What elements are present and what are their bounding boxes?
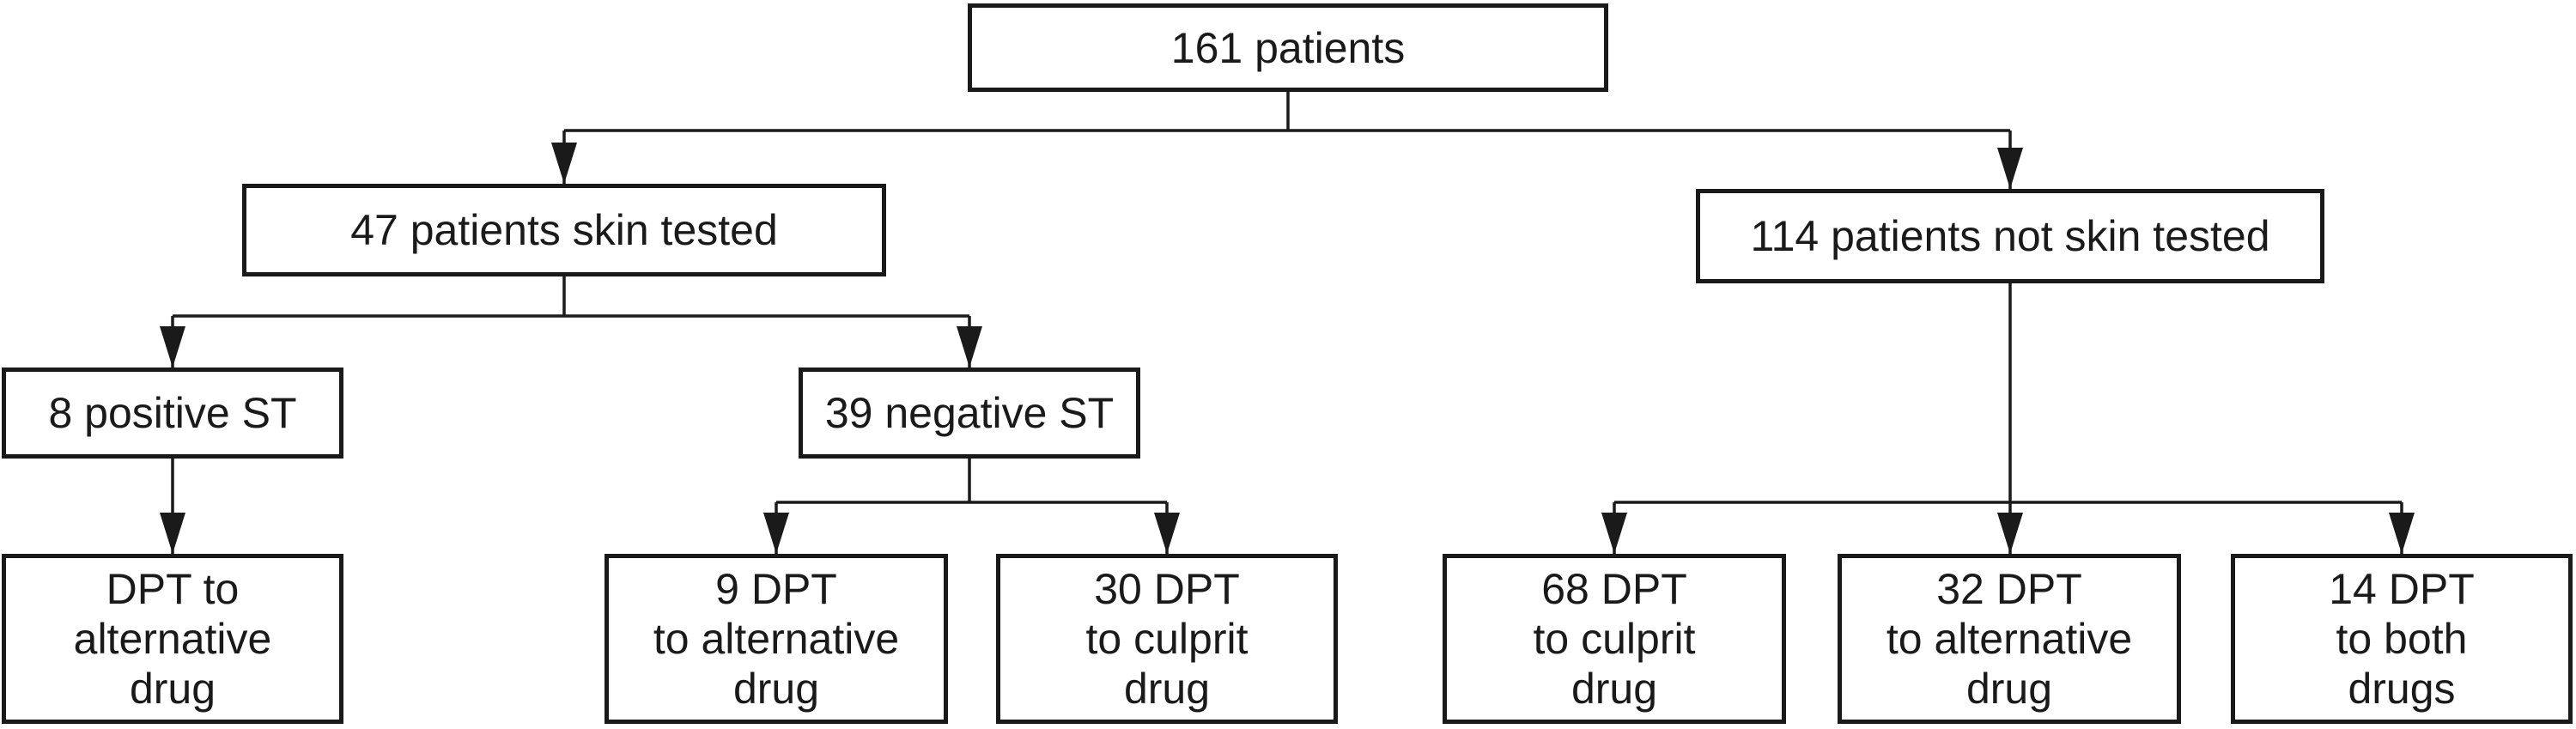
arrowhead [1997,148,2023,189]
node-label: 30 DPT to culprit drug [1085,565,1249,713]
arrowhead [1154,513,1180,554]
node-label: 161 patients [1170,23,1406,72]
node-label: 47 patients skin tested [350,206,778,254]
node-negative-st: 39 negative ST [799,368,1140,459]
node-positive-st: 8 positive ST [2,368,343,459]
arrowhead [160,326,185,368]
node-68-dpt-culprit-drug: 68 DPT to culprit drug [1443,554,1786,724]
node-label: 39 negative ST [824,389,1115,437]
node-label: DPT to alternative drug [73,565,272,713]
node-9-dpt-alternative-drug: 9 DPT to alternative drug [605,554,948,724]
node-dpt-alternative-drug: DPT to alternative drug [2,554,343,724]
node-label: 9 DPT to alternative drug [653,565,900,713]
node-label: 14 DPT to both drugs [2329,565,2475,713]
arrowhead [160,513,185,554]
arrowhead [1997,513,2023,554]
arrowhead [2389,513,2415,554]
arrowheads [160,143,2415,554]
node-14-dpt-both-drugs: 14 DPT to both drugs [2231,554,2573,724]
arrowhead [763,513,789,554]
node-not-skin-tested: 114 patients not skin tested [1696,189,2324,283]
arrowhead [551,143,577,184]
node-30-dpt-culprit-drug: 30 DPT to culprit drug [996,554,1338,724]
node-32-dpt-alternative-drug: 32 DPT to alternative drug [1838,554,2181,724]
node-total-patients: 161 patients [968,3,1608,92]
node-label: 32 DPT to alternative drug [1886,565,2133,713]
node-skin-tested: 47 patients skin tested [242,184,886,276]
node-label: 68 DPT to culprit drug [1533,565,1696,713]
node-label: 114 patients not skin tested [1750,212,2270,260]
node-label: 8 positive ST [48,389,297,437]
connector-lines [171,92,2403,554]
arrowhead [957,326,982,368]
arrowhead [1601,513,1627,554]
